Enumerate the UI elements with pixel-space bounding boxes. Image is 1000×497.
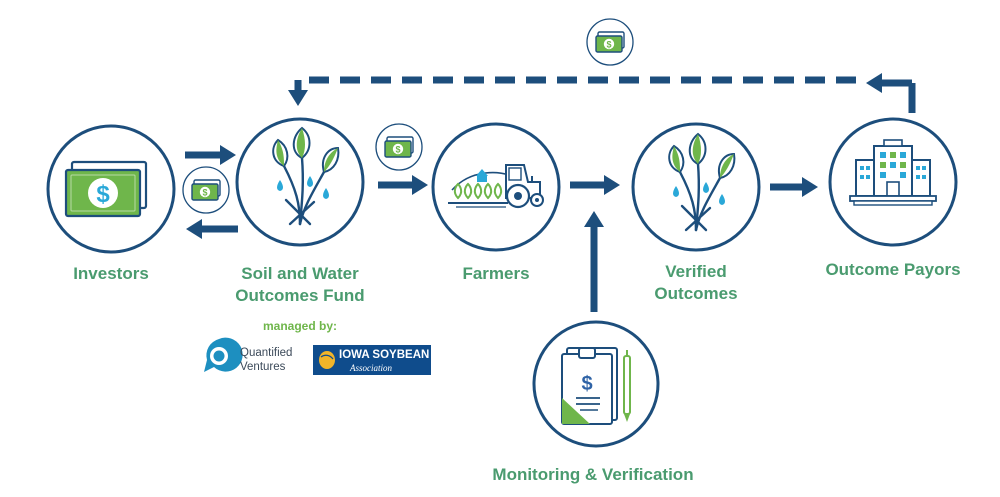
iowa-soybean-association-logo: IOWA SOYBEAN Association	[313, 345, 431, 375]
payors-label: Outcome Payors	[825, 260, 960, 279]
arrow-monitoring-to-flow	[584, 211, 604, 312]
investors-label: Investors	[73, 264, 149, 283]
node-verified-outcomes: Verified Outcomes	[631, 122, 761, 303]
quantified-ventures-logo: Quantified Ventures	[204, 337, 292, 373]
quantified-text: Quantified	[240, 347, 292, 359]
cash-icon: $	[64, 160, 148, 218]
managed-by-label: managed by:	[263, 319, 337, 333]
isa-sub-text: Association	[349, 363, 392, 373]
verified-label-line1: Verified	[665, 262, 726, 281]
arrow-verified-to-payors	[770, 177, 818, 197]
money-badge-fund-to-farmers	[375, 123, 423, 171]
node-investors: $ Investors	[46, 124, 176, 283]
farmers-label: Farmers	[462, 264, 529, 283]
money-badge-payors-to-fund	[586, 18, 634, 66]
svg-text:$: $	[96, 181, 110, 208]
building-icon	[849, 139, 937, 206]
arrow-fund-to-farmers	[378, 175, 428, 195]
ventures-text: Ventures	[240, 361, 286, 373]
clipboard-dollar-icon: $	[561, 347, 631, 425]
node-monitoring-verification: $ Monitoring & Verification	[492, 320, 694, 484]
cash-icon	[191, 179, 221, 201]
arrow-farmers-to-verified	[570, 175, 620, 195]
soybean-icon	[319, 351, 335, 369]
verified-label-line2: Outcomes	[654, 284, 737, 303]
arrow-investors-to-fund	[185, 145, 236, 165]
fund-label-line1: Soil and Water	[241, 264, 359, 283]
cash-icon	[384, 136, 414, 158]
cash-icon	[595, 31, 625, 53]
arrow-fund-to-investors	[186, 219, 238, 239]
money-badge-investor-return	[182, 166, 230, 214]
arrow-payors-to-fund-dashed	[288, 73, 916, 113]
monitoring-label: Monitoring & Verification	[492, 465, 693, 484]
tractor-farm-icon	[448, 164, 544, 209]
node-farmers: Farmers	[431, 122, 561, 283]
svg-text:$: $	[581, 373, 592, 395]
fund-label-line2: Outcomes Fund	[235, 286, 364, 305]
node-outcome-payors: Outcome Payors	[825, 117, 961, 279]
isa-title-text: IOWA SOYBEAN	[339, 349, 429, 361]
managed-by-section: managed by: Quantified Ventures IOWA SOY…	[204, 319, 431, 375]
node-fund: Soil and Water Outcomes Fund	[235, 117, 365, 305]
